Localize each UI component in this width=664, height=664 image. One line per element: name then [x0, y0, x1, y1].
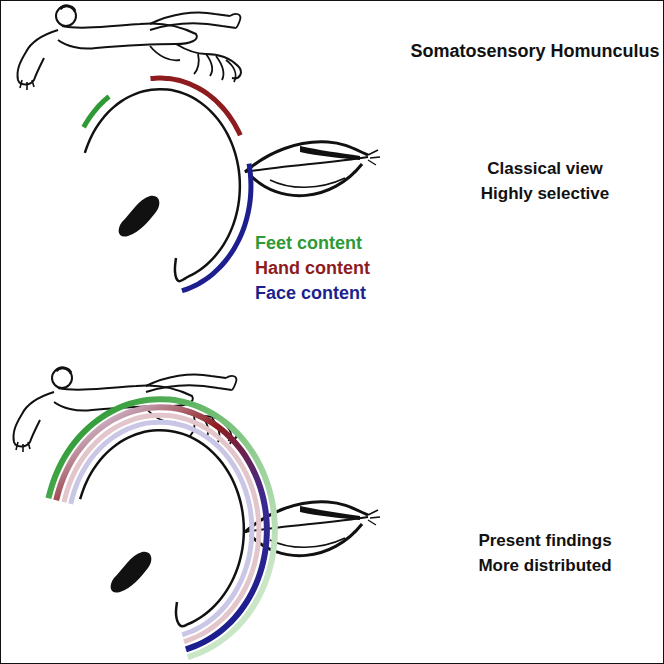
legend-text: Hand content	[255, 258, 370, 278]
cortex-outline	[80, 430, 244, 626]
selective-band	[150, 78, 240, 135]
legend-text: Face content	[255, 283, 366, 303]
legend-swatch: Face content	[255, 283, 366, 305]
distributed-band	[56, 407, 267, 649]
view-label: Highly selective	[481, 184, 610, 204]
legend-text: Feet content	[255, 233, 362, 253]
legend-swatch: Feet content	[255, 233, 362, 255]
legend-swatch: Hand content	[255, 258, 370, 280]
title: Somatosensory Homunculus	[410, 41, 659, 63]
cortex-outline	[85, 89, 240, 281]
view-label: Present findings	[478, 531, 611, 551]
view-label: More distributed	[478, 556, 611, 576]
selective-band	[182, 164, 251, 291]
distributed-band	[71, 422, 252, 635]
selective-band	[84, 96, 109, 127]
distributed-band	[48, 399, 274, 657]
distributed-band	[64, 415, 259, 641]
view-label: Classical view	[487, 159, 602, 179]
